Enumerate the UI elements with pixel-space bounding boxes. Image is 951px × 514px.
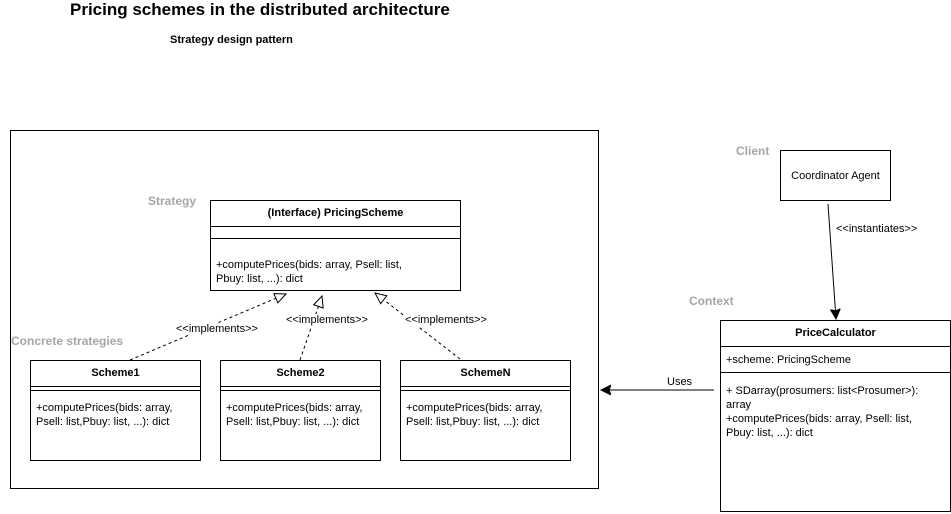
pricing-scheme-interface-methods: +computePrices(bids: array, Psell: list,… <box>216 259 402 285</box>
class-divider <box>221 390 380 391</box>
scheme2-name: Scheme2 <box>276 367 325 379</box>
strategy-container[interactable] <box>10 130 599 489</box>
implements-label: <<implements>> <box>286 314 368 326</box>
class-divider <box>721 346 950 347</box>
client-label: Client <box>736 144 770 158</box>
concrete-strategies-label: Concrete strategies <box>11 334 124 348</box>
class-divider <box>31 390 200 391</box>
class-divider <box>211 226 460 227</box>
schemen-name: SchemeN <box>460 367 511 379</box>
scheme1-class[interactable]: Scheme1 +computePrices(bids: array, Psel… <box>30 360 201 461</box>
scheme1-name: Scheme1 <box>91 367 140 379</box>
implements-label: <<implements>> <box>176 323 258 335</box>
price-calculator-attribute: +scheme: PricingScheme <box>726 354 852 366</box>
uses-label: Uses <box>667 376 693 388</box>
price-calculator-class[interactable]: PriceCalculator +scheme: PricingScheme +… <box>720 320 951 512</box>
context-label: Context <box>689 294 734 308</box>
class-divider <box>401 390 570 391</box>
class-divider <box>401 386 570 387</box>
class-divider <box>31 386 200 387</box>
class-divider <box>221 386 380 387</box>
coordinator-agent-box[interactable]: Coordinator Agent <box>780 150 891 201</box>
diagram-title: Pricing schemes in the distributed archi… <box>70 0 450 19</box>
pricing-scheme-interface[interactable]: (Interface) PricingScheme +computePrices… <box>210 200 461 291</box>
class-divider <box>721 372 950 373</box>
class-divider <box>211 238 460 239</box>
scheme2-methods: +computePrices(bids: array, Psell: list,… <box>226 402 363 428</box>
schemen-implements-arrow <box>374 292 461 360</box>
instantiates-arrow <box>827 203 836 319</box>
implements-label: <<implements>> <box>405 314 487 326</box>
price-calculator-methods: + SDarray(prosumers: list<Prosumer>): ar… <box>726 385 919 439</box>
schemen-class[interactable]: SchemeN +computePrices(bids: array, Psel… <box>400 360 571 461</box>
strategy-label: Strategy <box>148 194 197 208</box>
scheme2-class[interactable]: Scheme2 +computePrices(bids: array, Psel… <box>220 360 381 461</box>
pricing-scheme-interface-name: (Interface) PricingScheme <box>267 207 404 219</box>
coordinator-agent-name: Coordinator Agent <box>791 169 880 182</box>
scheme1-methods: +computePrices(bids: array, Psell: list,… <box>36 402 173 428</box>
price-calculator-name: PriceCalculator <box>795 327 876 339</box>
diagram-subtitle: Strategy design pattern <box>170 34 293 46</box>
instantiates-label: <<instantiates>> <box>836 223 918 235</box>
scheme2-implements-arrow <box>299 294 324 361</box>
schemen-methods: +computePrices(bids: array, Psell: list,… <box>406 402 543 428</box>
